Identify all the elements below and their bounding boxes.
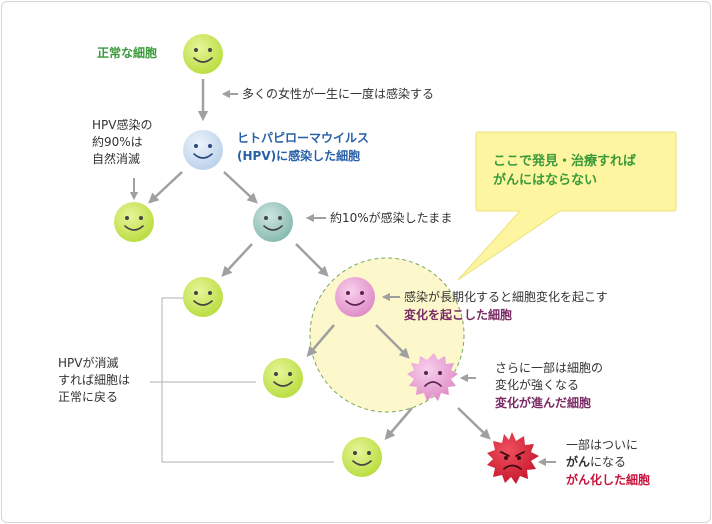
arrow-hpv-to-cleared [148,171,183,204]
label-advanced-cell: 変化が進んだ細胞 [495,396,592,410]
label-hpv-cleared-3: 自然消滅 [92,152,141,166]
arrow-hpv-to-persist [223,171,258,204]
face-normal-top [183,34,223,74]
arrow-persist-to-changed [295,243,329,277]
callout-box [457,131,677,281]
label-changed-cell: 変化を起こした細胞 [404,308,513,322]
callout-line-1: ここで発見・治療すれば [493,154,637,169]
label-normal-cell: 正常な細胞 [97,46,158,60]
label-persist: 約10%が感染したまま [330,211,453,225]
arrow-advanced-to-normal [384,407,413,440]
label-hpv-infected-2: (HPV)に感染した細胞 [237,149,361,163]
callout-line-2: がんにはならない [493,173,598,188]
label-most-women: 多くの女性が一生に一度は感染する [242,87,435,101]
label-finally-2-rest: になる [590,455,627,469]
label-return-1: HPVが消滅 [58,356,119,370]
arrow-persist-to-normal [221,243,253,277]
label-return-3: 正常に戻る [58,390,119,404]
arrow-changed-to-normal [306,324,335,357]
return-bracket-line [161,297,334,463]
label-cancer-cell: がん化した細胞 [566,473,651,487]
label-further-2: 変化が強くなる [495,378,580,392]
label-finally-2-emphasis: がん [566,455,591,469]
label-hpv-cleared-1: HPV感染の [92,118,153,132]
face-normal-cleared [114,202,154,242]
face-persist [253,202,293,242]
face-normal-3 [263,358,303,398]
label-long-infection: 感染が長期化すると細胞変化を起こす [404,290,608,304]
label-finally-1: 一部はついに [566,438,639,452]
label-further-1: さらに一部は細胞の [495,361,604,375]
face-cancer [487,432,539,484]
arrow-advanced-to-cancer [457,407,491,440]
face-normal-2 [183,277,223,317]
face-normal-4 [342,437,382,477]
arrow-changed-to-advanced [375,324,410,359]
label-finally-2: がんになる [566,454,626,471]
label-return-2: すれば細胞は [58,373,131,387]
face-changed [335,277,375,317]
label-hpv-cleared-2: 約90%は [92,135,143,149]
label-hpv-infected-1: ヒトパピローマウイルス [237,131,370,145]
face-hpv-infected [183,130,223,170]
face-advanced [407,353,458,401]
